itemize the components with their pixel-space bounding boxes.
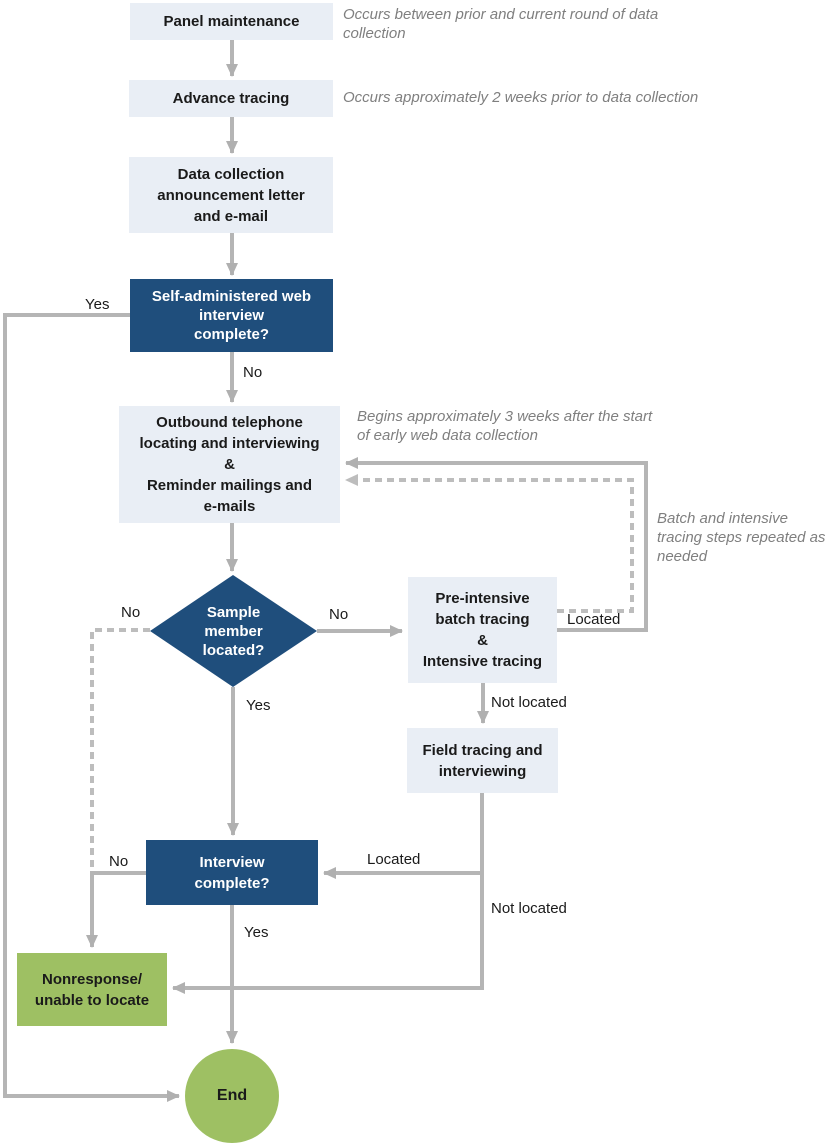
node-label-line: batch tracing <box>435 611 530 628</box>
node-end: End <box>185 1049 279 1143</box>
node-label-line: Reminder mailings and <box>146 477 313 494</box>
note-advance-tracing: Occurs approximately 2 weeks prior to da… <box>343 89 699 106</box>
node-label-line: interview <box>198 307 265 324</box>
node-label-line: announcement letter <box>157 186 305 204</box>
node-nonresponse: Nonresponse/ unable to locate <box>17 953 167 1026</box>
node-label: Advance tracing <box>172 90 290 107</box>
node-outbound-telephone: Outbound telephone locating and intervie… <box>119 406 340 523</box>
edge-batch-located-loop <box>345 457 648 632</box>
edge-label-located-loop: Located <box>567 611 621 628</box>
node-label-line: e-mails <box>203 498 256 515</box>
node-label-line: Self-administered web <box>151 288 312 305</box>
node-label-line: Outbound telephone <box>156 414 303 431</box>
edge-label-yes-interview: Yes <box>244 924 269 941</box>
node-label-line: complete? <box>193 326 269 343</box>
decision-sample-located-shape <box>150 575 317 687</box>
node-label-line: Interview <box>199 853 265 871</box>
node-label-line: Pre-intensive <box>435 590 530 607</box>
edge-intensive-repeat-dashed <box>345 474 634 613</box>
node-label-line: Nonresponse/ <box>41 970 143 988</box>
decision-web-interview-complete: Self-administered web interview complete… <box>130 279 333 352</box>
edge-label-yes-diamond: Yes <box>246 697 271 714</box>
note-outbound: Begins approximately 3 weeks after the s… <box>357 408 653 444</box>
edge-web-yes-to-end <box>3 313 180 1102</box>
node-label-line: complete? <box>194 874 270 892</box>
decision-sample-located-label: Sample member located? <box>150 575 317 687</box>
node-label-line: Field tracing and <box>422 741 543 759</box>
node-panel-maintenance: Panel maintenance <box>130 3 333 40</box>
node-label-line: interviewing <box>438 762 527 780</box>
node-label: Panel maintenance <box>163 13 300 30</box>
node-advance-tracing: Advance tracing <box>129 80 333 117</box>
node-label-line: Intensive tracing <box>422 653 543 670</box>
node-label-line: & <box>224 456 235 473</box>
edge-label-not-located-field: Not located <box>491 900 567 917</box>
node-pre-intensive-tracing: Pre-intensive batch tracing & Intensive … <box>408 577 557 683</box>
edge-label-no-diamond-right: No <box>329 606 349 623</box>
note-batch-repeat: Batch and intensive tracing steps repeat… <box>657 510 826 565</box>
node-announcement-letter: Data collection announcement letter and … <box>129 157 333 233</box>
edge-label-yes-web: Yes <box>85 296 110 313</box>
edge-label-no-diamond-left: No <box>121 604 141 621</box>
node-field-tracing: Field tracing and interviewing <box>407 728 558 793</box>
edge-label-no-web: No <box>243 364 263 381</box>
node-label-line: member <box>204 622 263 640</box>
edge-label-not-located-pre: Not located <box>491 694 567 711</box>
node-label-line: located? <box>202 641 265 659</box>
node-label-line: and e-mail <box>193 207 269 225</box>
edge-diamond-no-left-dashed <box>90 628 150 871</box>
node-label-line: Data collection <box>177 165 285 183</box>
edge-label-located-field: Located <box>367 851 421 868</box>
node-label-line: Sample <box>206 603 261 621</box>
edge-interview-no-to-nonresponse <box>86 871 146 948</box>
edge-label-no-interview: No <box>109 853 129 870</box>
node-label-line: & <box>477 632 488 649</box>
node-label-line: locating and interviewing <box>139 435 320 452</box>
node-label-line: unable to locate <box>34 991 150 1009</box>
note-panel-maintenance: Occurs between prior and current round o… <box>343 6 659 42</box>
edge-field-notlocated-to-nonresponse <box>172 793 484 994</box>
node-label: End <box>216 1087 248 1104</box>
decision-interview-complete: Interview complete? <box>146 840 318 905</box>
